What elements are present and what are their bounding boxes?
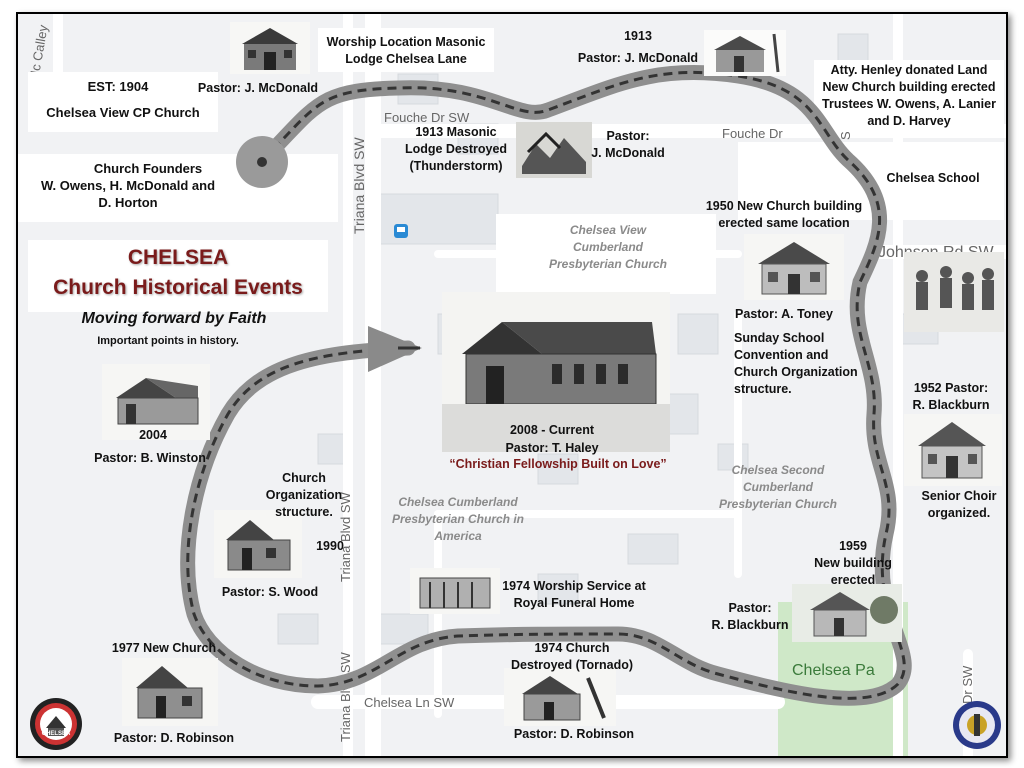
label-henley-3: Trustees W. Owens, A. Lanier bbox=[822, 97, 996, 111]
label-blackburn-name: R. Blackburn bbox=[711, 618, 789, 632]
label-1913: 1913 bbox=[624, 29, 652, 43]
slide-frame: Mc Calley Fouche Dr SW Fouche Dr Triana … bbox=[16, 12, 1008, 758]
street-chelsea-ln: Chelsea Ln SW bbox=[364, 695, 455, 710]
label-blackburn-pastor: Pastor: bbox=[728, 601, 772, 615]
church-logo-left bbox=[30, 698, 82, 750]
church-sketch-current bbox=[442, 292, 670, 452]
label-henley-4: and D. Harvey bbox=[867, 114, 951, 128]
people-photo-icon bbox=[904, 252, 1004, 332]
box-est bbox=[28, 72, 218, 132]
watermark-america-2: Presbyterian Church in bbox=[391, 512, 525, 526]
tornado-church-sketch bbox=[504, 668, 616, 726]
label-org-1: Church bbox=[282, 471, 326, 485]
label-masonic-line2: Lodge Chelsea Lane bbox=[345, 52, 467, 66]
label-funeral-1: 1974 Worship Service at bbox=[502, 579, 646, 593]
watermark-america-1: Chelsea Cumberland bbox=[398, 495, 518, 509]
street-chelsea-park: Chelsea Pa bbox=[792, 662, 875, 679]
label-toney: Pastor: A. Toney bbox=[735, 307, 833, 321]
label-henley-2: New Church building erected bbox=[822, 80, 996, 94]
label-founders-line3: D. Horton bbox=[98, 195, 158, 210]
box-masonic bbox=[318, 28, 494, 72]
label-destroyed-2: Lodge Destroyed bbox=[404, 142, 508, 156]
label-sunday-4: structure. bbox=[734, 382, 792, 396]
label-henley-1: Atty. Henley donated Land bbox=[830, 63, 988, 77]
label-current-2: Pastor: T. Haley bbox=[505, 441, 599, 455]
label-winston: Pastor: B. Winston bbox=[94, 451, 206, 465]
label-1959-2: New building bbox=[814, 556, 892, 570]
watermark-second-2: Cumberland bbox=[742, 480, 813, 494]
church-sketch-1977 bbox=[122, 658, 218, 726]
masonic-ruins-sketch bbox=[516, 122, 592, 178]
label-1950-2: erected same location bbox=[718, 216, 850, 230]
label-church-name: Chelsea View CP Church bbox=[46, 105, 200, 120]
box-title bbox=[28, 240, 328, 312]
label-sunday-2: Convention and bbox=[734, 348, 829, 362]
subtitle-points: Important points in history. bbox=[97, 335, 239, 347]
label-2004: 2004 bbox=[139, 428, 167, 442]
page-title-events: Church Historical Events bbox=[53, 276, 303, 299]
label-masonic-line1: Worship Location Masonic bbox=[326, 35, 486, 49]
funeral-home-sketch bbox=[410, 568, 500, 614]
label-1950-1: 1950 New Church building bbox=[705, 199, 863, 213]
watermark-chelsea-view-2: Cumberland bbox=[572, 240, 643, 254]
label-founders-title: Church Founders bbox=[93, 161, 203, 176]
label-1959-3: erected bbox=[830, 573, 876, 587]
label-first-pastor: Pastor: J. McDonald bbox=[197, 81, 319, 95]
label-pastor-mcdonald: J. McDonald bbox=[591, 146, 665, 160]
label-1959-1: 1959 bbox=[839, 539, 867, 553]
label-tornado-2: Destroyed (Tornado) bbox=[511, 658, 633, 672]
label-founders-line2: W. Owens, H. McDonald and bbox=[40, 178, 216, 193]
label-choir-1: Senior Choir bbox=[921, 489, 997, 503]
street-fouche-left: Fouche Dr SW bbox=[384, 110, 470, 125]
label-1977: 1977 New Church bbox=[111, 641, 217, 655]
label-destroyed-3: (Thunderstorm) bbox=[409, 159, 503, 173]
watermark-chelsea-view-3: Presbyterian Church bbox=[548, 257, 668, 271]
watermark-america-3: America bbox=[434, 529, 482, 543]
watermark-second-3: Presbyterian Church bbox=[718, 497, 838, 511]
label-1913-pastor: Pastor: J. McDonald bbox=[577, 51, 699, 65]
label-robinson-left: Pastor: D. Robinson bbox=[113, 731, 235, 745]
label-destroyed-1: 1913 Masonic bbox=[415, 125, 497, 139]
label-chelsea-school: Chelsea School bbox=[886, 171, 980, 185]
church-sketch-2004 bbox=[102, 364, 210, 440]
label-sunday-1: Sunday School bbox=[734, 331, 825, 345]
label-current-3: “Christian Fellowship Built on Love” bbox=[449, 457, 667, 471]
church-sketch-1952 bbox=[904, 414, 1002, 486]
church-sketch-1990 bbox=[214, 510, 302, 578]
church-logo-right bbox=[953, 701, 1001, 749]
church-sketch-1904 bbox=[230, 22, 310, 74]
label-wood: Pastor: S. Wood bbox=[221, 585, 319, 599]
label-1990: 1990 bbox=[316, 539, 344, 553]
label-funeral-2: Royal Funeral Home bbox=[513, 596, 635, 610]
church-sketch-1950 bbox=[744, 234, 844, 300]
watermark-chelsea-view-1: Chelsea View bbox=[569, 223, 647, 237]
label-robinson-bottom: Pastor: D. Robinson bbox=[513, 727, 635, 741]
label-1952-2: R. Blackburn bbox=[912, 398, 990, 412]
logo-left-text: CHELSEA bbox=[41, 731, 71, 737]
subtitle-faith: Moving forward by Faith bbox=[81, 310, 267, 327]
street-fouche-right: Fouche Dr bbox=[722, 126, 783, 141]
label-sunday-3: Church Organization bbox=[734, 365, 858, 379]
box-chelsea-view bbox=[496, 214, 716, 294]
label-choir-2: organized. bbox=[927, 506, 991, 520]
page-title-chelsea: CHELSEA bbox=[127, 246, 229, 269]
box-henley bbox=[814, 60, 1004, 132]
church-sketch-1959 bbox=[792, 584, 902, 642]
label-org-3: structure. bbox=[275, 505, 333, 519]
watermark-second-1: Chelsea Second bbox=[731, 463, 825, 477]
label-current-1: 2008 - Current bbox=[509, 423, 595, 437]
label-pastor: Pastor: bbox=[606, 129, 650, 143]
church-sketch-1913 bbox=[704, 30, 786, 76]
label-est: EST: 1904 bbox=[87, 79, 149, 94]
label-tornado-1: 1974 Church bbox=[534, 641, 610, 655]
label-org-2: Organization bbox=[265, 488, 343, 502]
label-1952-1: 1952 Pastor: bbox=[913, 381, 989, 395]
